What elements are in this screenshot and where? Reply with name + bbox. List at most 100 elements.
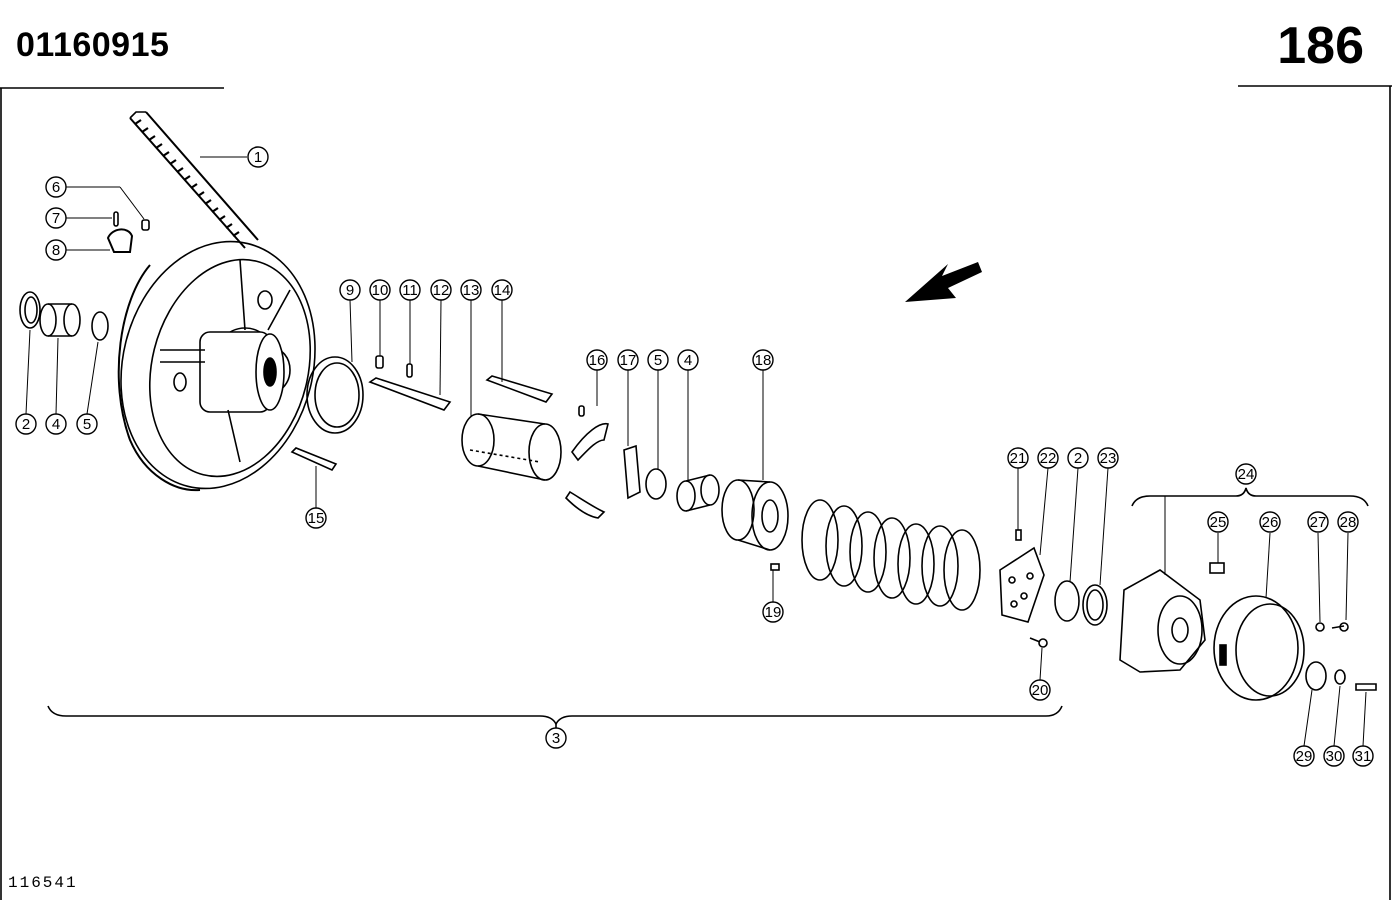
callout-number: 21 xyxy=(1010,450,1027,467)
callout-circle xyxy=(45,239,67,261)
callout-4: 4 xyxy=(677,349,699,371)
callout-number: 16 xyxy=(589,352,606,369)
callout-circle xyxy=(762,601,784,623)
callout-number: 31 xyxy=(1355,748,1372,765)
callout-circle xyxy=(399,279,421,301)
callout-15: 15 xyxy=(305,507,327,529)
callout-number: 2 xyxy=(22,416,30,433)
callout-number: 10 xyxy=(372,282,389,299)
callout-circle xyxy=(1293,745,1315,767)
callout-9: 9 xyxy=(339,279,361,301)
callout-5: 5 xyxy=(647,349,669,371)
callout-4: 4 xyxy=(45,413,67,435)
callout-circle xyxy=(752,349,774,371)
callout-circle xyxy=(545,727,567,749)
callout-3: 3 xyxy=(545,727,567,749)
callout-circle xyxy=(45,176,67,198)
callout-circle xyxy=(45,207,67,229)
segment-parts xyxy=(564,405,641,519)
callout-number: 13 xyxy=(463,282,480,299)
callout-28: 28 xyxy=(1337,511,1359,533)
assembly-bracket-3 xyxy=(47,705,1063,730)
callout-circle xyxy=(1337,511,1359,533)
cam-drum-part xyxy=(1213,595,1327,701)
part-number-title: 01160915 xyxy=(16,26,170,64)
pulley-disc-part xyxy=(117,240,316,492)
callout-7: 7 xyxy=(45,207,67,229)
callout-number: 29 xyxy=(1296,748,1313,765)
assembly-bracket-24 xyxy=(1131,487,1369,507)
callout-22: 22 xyxy=(1037,447,1059,469)
compression-spring-part xyxy=(801,499,981,611)
callout-circle xyxy=(1037,447,1059,469)
callout-17: 17 xyxy=(617,349,639,371)
snap-ring-part xyxy=(306,356,364,434)
toothed-belt-part xyxy=(129,111,259,249)
callout-31: 31 xyxy=(1352,745,1374,767)
callout-number: 5 xyxy=(654,352,662,369)
callout-number: 14 xyxy=(494,282,511,299)
drawing-id: 116541 xyxy=(8,874,78,892)
callout-number: 1 xyxy=(254,149,262,166)
callout-circle xyxy=(15,413,37,435)
collar-part xyxy=(721,479,789,571)
callout-number: 5 xyxy=(83,416,91,433)
callout-6: 6 xyxy=(45,176,67,198)
callout-circle xyxy=(45,413,67,435)
callout-10: 10 xyxy=(369,279,391,301)
small-hardware-parts xyxy=(1315,622,1377,691)
callout-number: 7 xyxy=(52,210,60,227)
callout-circle xyxy=(1352,745,1374,767)
callout-23: 23 xyxy=(1097,447,1119,469)
callout-number: 2 xyxy=(1074,450,1082,467)
callout-circle xyxy=(1307,511,1329,533)
o-rings-pair xyxy=(1054,580,1108,626)
arrow-left-icon xyxy=(905,262,982,302)
callout-number: 4 xyxy=(684,352,692,369)
callout-circle xyxy=(369,279,391,301)
callout-number: 6 xyxy=(52,179,60,196)
callout-circle xyxy=(1323,745,1345,767)
left-ring-bushing-parts xyxy=(19,291,109,341)
callout-circle xyxy=(1067,447,1089,469)
page-frame xyxy=(0,85,1392,900)
callout-number: 19 xyxy=(765,604,782,621)
callout-number: 28 xyxy=(1340,514,1357,531)
callout-21: 21 xyxy=(1007,447,1029,469)
callout-14: 14 xyxy=(491,279,513,301)
callout-circle xyxy=(247,146,269,168)
callout-20: 20 xyxy=(1029,679,1051,701)
callout-circle xyxy=(1007,447,1029,469)
spring-plate-part xyxy=(999,529,1048,648)
callout-12: 12 xyxy=(430,279,452,301)
callout-number: 27 xyxy=(1310,514,1327,531)
ring-bushing-pair xyxy=(645,468,720,512)
callout-2: 2 xyxy=(15,413,37,435)
callout-24: 24 xyxy=(1235,463,1257,485)
callout-circle xyxy=(677,349,699,371)
callout-circle xyxy=(76,413,98,435)
callout-13: 13 xyxy=(460,279,482,301)
callout-16: 16 xyxy=(586,349,608,371)
callout-circle xyxy=(305,507,327,529)
callout-25: 25 xyxy=(1207,511,1229,533)
leader-lines xyxy=(25,156,1367,747)
callout-26: 26 xyxy=(1259,511,1281,533)
callout-circle xyxy=(647,349,669,371)
callout-29: 29 xyxy=(1293,745,1315,767)
callout-circle xyxy=(491,279,513,301)
callout-circle xyxy=(1097,447,1119,469)
callout-circle xyxy=(1235,463,1257,485)
callout-19: 19 xyxy=(762,601,784,623)
callout-circle xyxy=(430,279,452,301)
callout-number: 4 xyxy=(52,416,60,433)
callout-5: 5 xyxy=(76,413,98,435)
callout-number: 11 xyxy=(402,282,418,299)
callout-number: 15 xyxy=(308,510,325,527)
callout-number: 9 xyxy=(346,282,354,299)
callout-number: 8 xyxy=(52,242,60,259)
callout-circle xyxy=(1029,679,1051,701)
callout-circle xyxy=(586,349,608,371)
